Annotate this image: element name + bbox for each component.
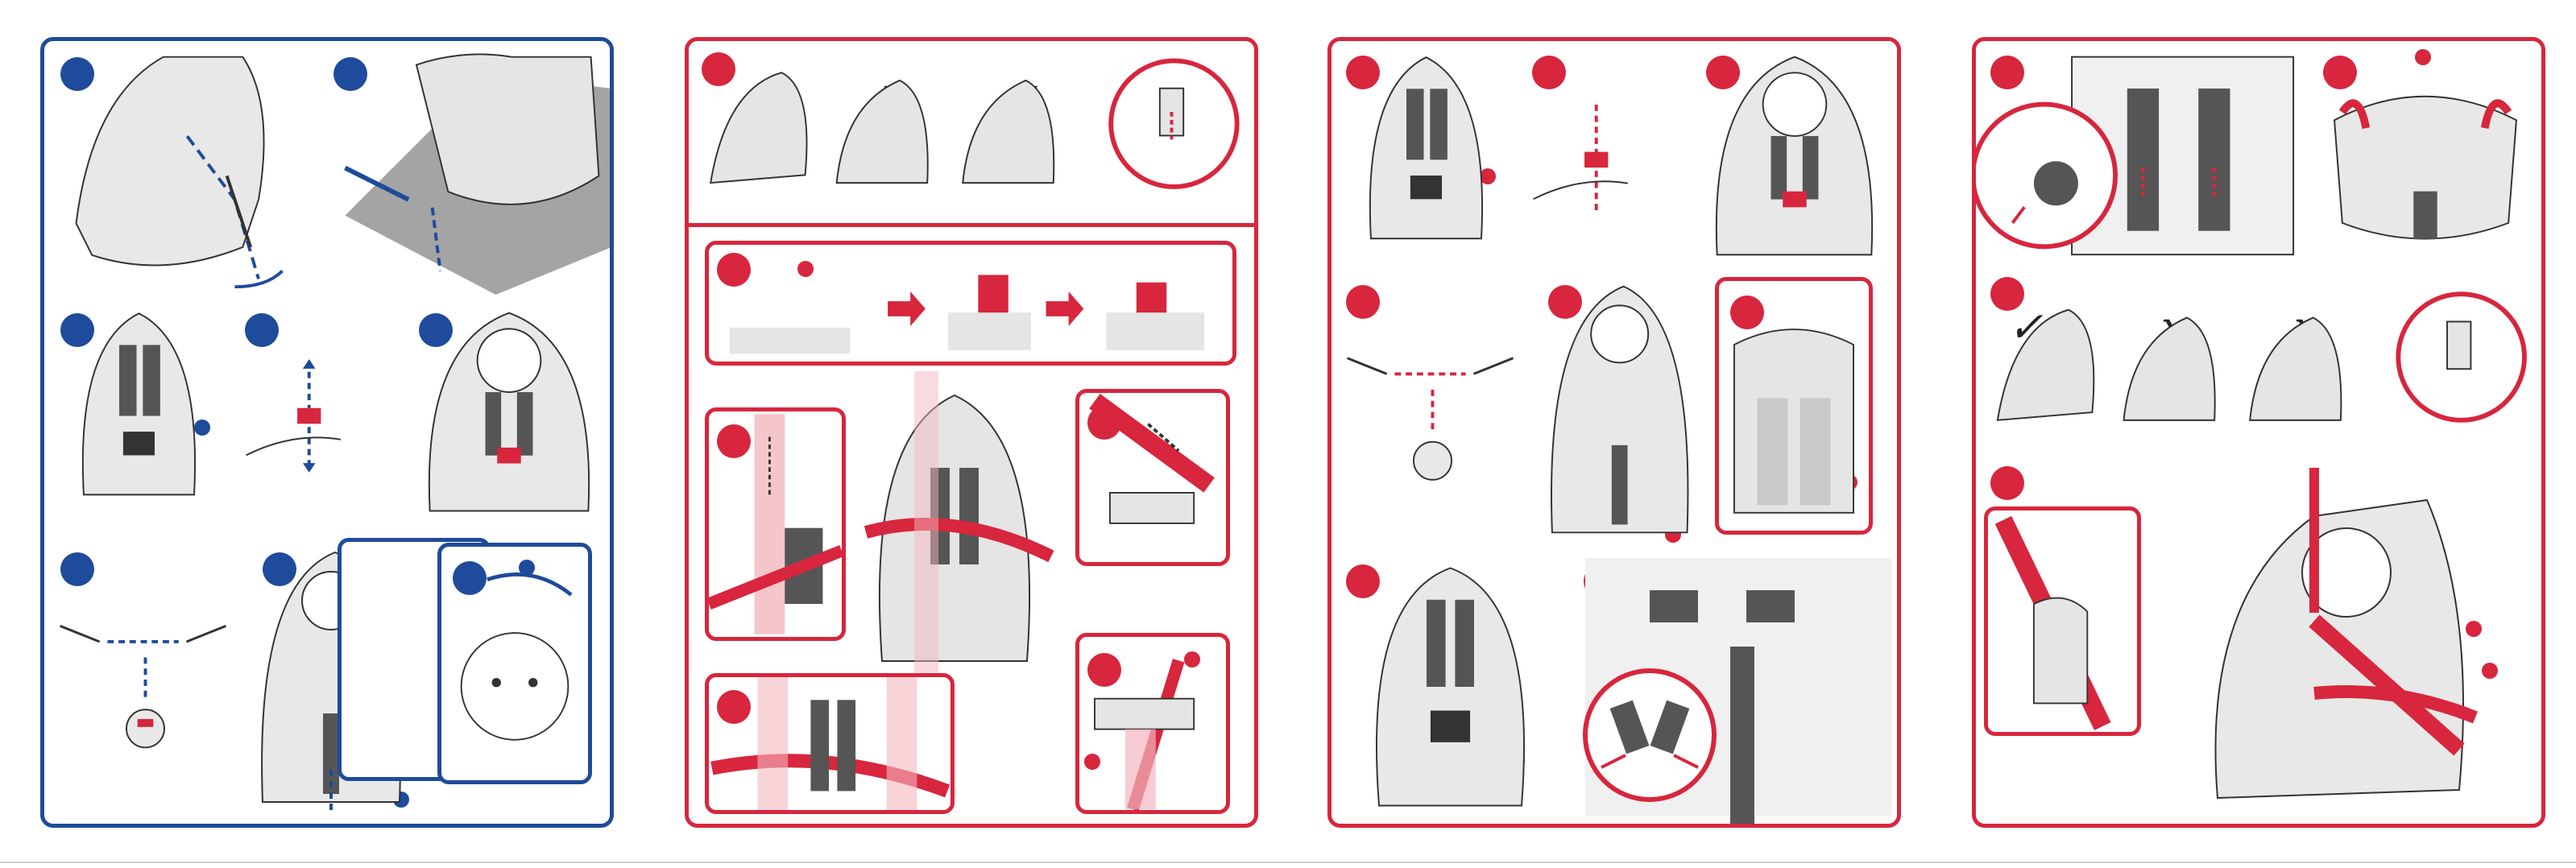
step-f1-cell	[1976, 41, 2313, 267]
seat-base-illustration-icon	[1976, 41, 2309, 262]
step-1a-cell	[44, 41, 323, 301]
shoulder-pads-illustration-icon	[1719, 281, 1869, 531]
recline-positions-illustration-icon	[1976, 262, 2541, 452]
step-r8-cell	[1569, 550, 1897, 824]
step-f4-cell	[1976, 452, 2541, 824]
panel-2: ✓ x x	[685, 37, 1258, 828]
belt-pull-illustration-icon	[1079, 393, 1226, 562]
step-r5-cell	[1331, 271, 1538, 554]
step-f3-cell: ✓ x x	[1976, 262, 2541, 456]
lap-belt-routing-illustration-icon	[709, 677, 950, 810]
step-f2-cell	[2309, 41, 2541, 267]
panel-4: ✓ x x	[1972, 37, 2545, 828]
step-2-cell	[44, 297, 234, 540]
baby-in-seat-illustration-icon	[404, 297, 614, 536]
seat-in-car-illustration-icon	[319, 41, 614, 297]
belt-guide-detail-illustration-icon	[1988, 510, 2137, 732]
angle-check-cell: ✓ x x	[689, 41, 1254, 227]
belt-tension-callout	[1075, 389, 1230, 566]
step-1b-cell	[319, 41, 614, 301]
buckle-join-illustration-icon	[44, 536, 246, 824]
baby-in-seat-illustration-icon	[1692, 41, 1897, 271]
panel-1	[40, 37, 614, 828]
shoulder-pad-callout	[1715, 277, 1873, 535]
buckle-join-illustration-icon	[1331, 271, 1534, 550]
step-r6-cell	[1534, 271, 1897, 554]
belt-clip-callout	[1075, 633, 1230, 814]
harness-release-illustration-icon	[1331, 550, 1569, 824]
recline-positions-illustration-icon	[689, 41, 1254, 223]
step-r3-cell	[1518, 41, 1696, 275]
belt-clip-steps-illustration-icon	[709, 245, 1232, 362]
lap-belt-callout	[705, 673, 955, 814]
belt-lock-callout	[705, 241, 1236, 366]
shoulder-belt-callout	[705, 407, 846, 641]
step-r7-cell	[1331, 550, 1573, 824]
belt-clip-detail-illustration-icon	[1079, 637, 1226, 810]
step-5-cell	[44, 536, 251, 824]
seat-top-view-illustration-icon	[2309, 41, 2541, 262]
belt-guide-callout	[1984, 506, 2141, 736]
step-4-cell	[404, 297, 614, 540]
step-3-cell	[230, 297, 408, 540]
harness-release-illustration-icon	[1331, 41, 1518, 271]
seat-with-belt-illustration-icon	[850, 371, 1059, 677]
baby-face-illustration-icon	[441, 547, 588, 780]
step-r2-cell	[1331, 41, 1522, 275]
head-check-callout	[437, 543, 592, 784]
harness-anchor-illustration-icon	[1569, 550, 1897, 824]
belt-routing-illustration-icon	[709, 411, 842, 637]
step-r4-cell	[1692, 41, 1897, 275]
panel-3	[1327, 37, 1901, 828]
strap-adjust-illustration-icon	[230, 297, 404, 536]
harness-release-illustration-icon	[44, 297, 230, 536]
bottom-rule	[0, 862, 2576, 863]
strap-adjust-illustration-icon	[1518, 41, 1692, 271]
seat-support-leg-illustration-icon	[44, 41, 319, 297]
